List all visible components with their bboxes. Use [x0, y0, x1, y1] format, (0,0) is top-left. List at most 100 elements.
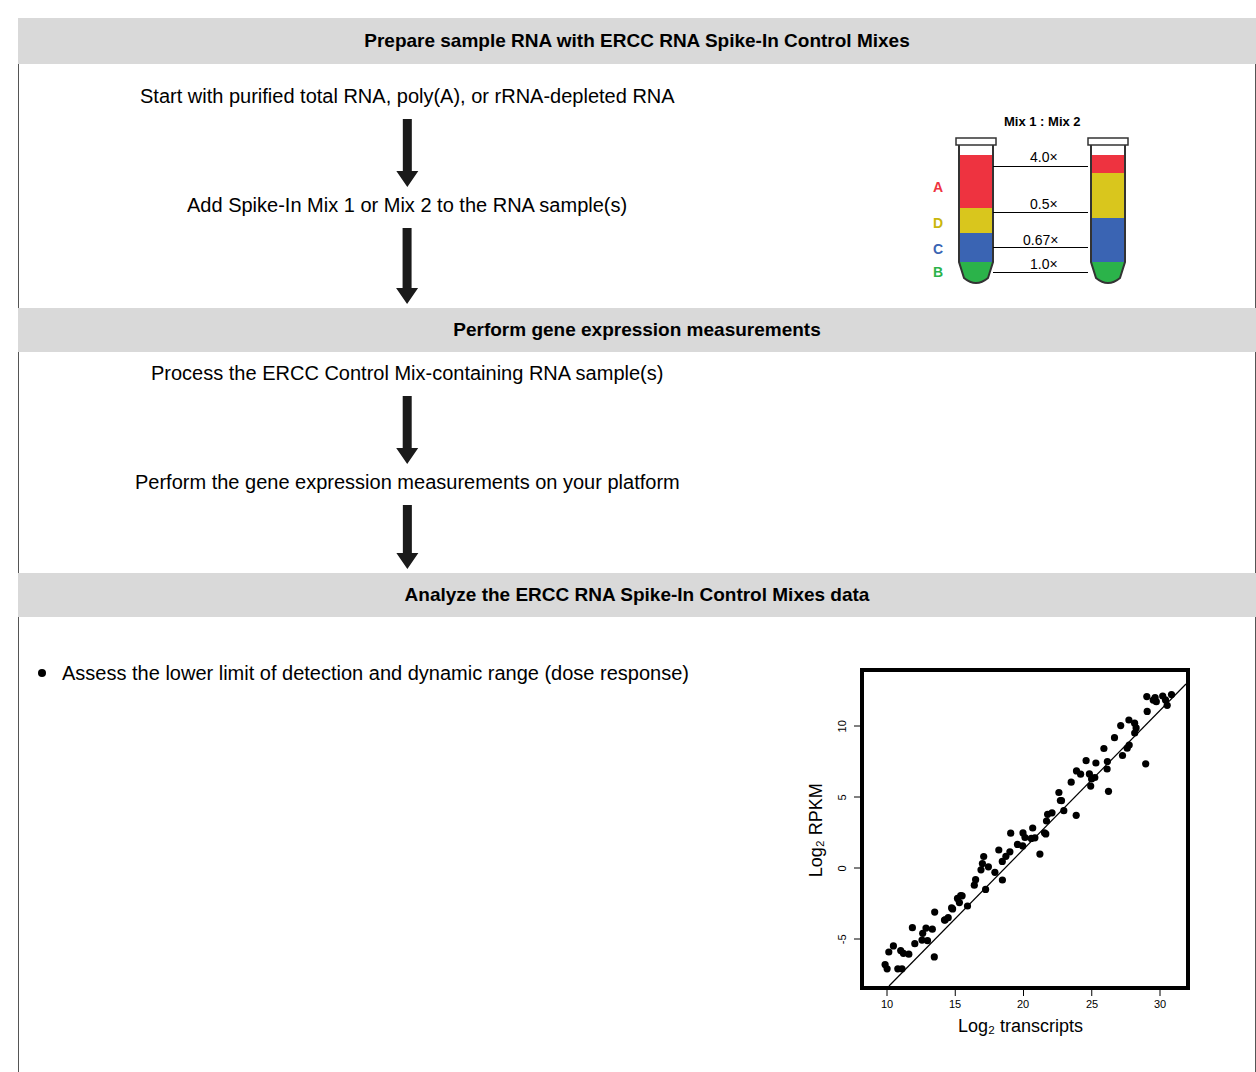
data-point [1043, 817, 1050, 824]
step-label: Perform the gene expression measurements… [135, 471, 680, 493]
data-point [909, 924, 916, 931]
data-point [1041, 829, 1048, 836]
data-point [931, 953, 938, 960]
axis-tick [854, 868, 860, 869]
data-point [959, 892, 966, 899]
data-point [1143, 693, 1150, 700]
mix-group-letter: D [933, 215, 943, 231]
data-point [982, 886, 989, 893]
data-point [1021, 834, 1028, 841]
data-point [948, 904, 955, 911]
x-axis-title: Log₂ transcripts [958, 1016, 1083, 1037]
flow-arrow [396, 119, 418, 187]
tube-mix2 [1088, 138, 1128, 283]
data-point [1133, 724, 1140, 731]
step-text: Process the ERCC Control Mix-containing … [145, 359, 669, 388]
data-point [1117, 722, 1124, 729]
data-point [1031, 834, 1038, 841]
data-point [911, 940, 918, 947]
data-point [1087, 783, 1094, 790]
data-point [991, 869, 998, 876]
step-label: Add Spike-In Mix 1 or Mix 2 to the RNA s… [187, 194, 627, 216]
step-text: Add Spike-In Mix 1 or Mix 2 to the RNA s… [181, 191, 633, 220]
data-point [1105, 788, 1112, 795]
ratio-lines [993, 167, 1088, 273]
flow-arrow [396, 505, 418, 569]
data-point [1006, 848, 1013, 855]
data-point [924, 937, 931, 944]
data-point [1048, 809, 1055, 816]
data-point [890, 942, 897, 949]
tube-mix1 [956, 138, 996, 283]
axis-tick [1091, 990, 1092, 996]
mix-group-letter: B [933, 264, 943, 280]
step-label: Process the ERCC Control Mix-containing … [151, 362, 663, 384]
scatter-plot [38, 669, 1188, 996]
x-tick-label: 30 [1154, 998, 1166, 1011]
data-point [956, 899, 963, 906]
y-tick-label: 5 [836, 794, 849, 800]
section-band: Prepare sample RNA with ERCC RNA Spike-I… [18, 18, 1256, 64]
data-point [922, 925, 929, 932]
step-label: Start with purified total RNA, poly(A), … [140, 85, 675, 107]
axis-tick [854, 939, 860, 940]
flow-arrow [396, 228, 418, 304]
data-point [1007, 830, 1014, 837]
mix-group-letter: C [933, 241, 943, 257]
step-text: Start with purified total RNA, poly(A), … [134, 82, 681, 111]
data-point [1142, 760, 1149, 767]
data-point [884, 965, 891, 972]
frame-line [19, 18, 1256, 1072]
step-text: Perform the gene expression measurements… [129, 468, 686, 497]
section-band: Perform gene expression measurements [18, 308, 1256, 352]
data-point [995, 846, 1002, 853]
y-tick-label: -5 [836, 934, 849, 944]
section-band: Analyze the ERCC RNA Spike-In Control Mi… [18, 573, 1256, 617]
section-heading: Perform gene expression measurements [453, 319, 821, 341]
data-point [1104, 758, 1111, 765]
axis-tick [1023, 990, 1024, 996]
data-point [1144, 708, 1151, 715]
axis-tick [955, 990, 956, 996]
x-tick-label: 15 [949, 998, 961, 1011]
mix-group-letter: A [933, 179, 943, 195]
data-point [1152, 694, 1159, 701]
section-heading: Prepare sample RNA with ERCC RNA Spike-I… [364, 30, 909, 52]
data-point [1055, 789, 1062, 796]
y-axis-title: Log₂ RPKM [806, 783, 827, 877]
data-point [945, 914, 952, 921]
data-point [905, 951, 912, 958]
data-point [885, 948, 892, 955]
ratio-value: 1.0× [1030, 256, 1058, 272]
axis-tick [887, 990, 888, 996]
data-point [929, 926, 936, 933]
data-point [980, 853, 987, 860]
bullet [38, 669, 46, 677]
data-point [977, 866, 984, 873]
data-point [1159, 692, 1166, 699]
data-point [931, 909, 938, 916]
x-tick-label: 25 [1086, 998, 1098, 1011]
y-tick-label: 0 [836, 865, 849, 871]
data-point [972, 876, 979, 883]
data-point [1029, 824, 1036, 831]
mix-ratio-title: Mix 1 : Mix 2 [1004, 115, 1081, 130]
axis-tick [854, 797, 860, 798]
data-point [1111, 734, 1118, 741]
data-point [985, 863, 992, 870]
flow-arrow [396, 396, 418, 464]
data-point [1164, 702, 1171, 709]
y-tick-label: 10 [836, 720, 849, 732]
ratio-value: 0.5× [1030, 196, 1058, 212]
axis-tick [1160, 990, 1161, 996]
x-tick-label: 20 [1017, 998, 1029, 1011]
section-heading: Analyze the ERCC RNA Spike-In Control Mi… [405, 584, 870, 606]
data-point [1057, 797, 1064, 804]
data-point [1119, 752, 1126, 759]
data-point [1019, 842, 1026, 849]
axis-tick [854, 726, 860, 727]
bullet-text: Assess the lower limit of detection and … [62, 662, 689, 685]
data-point [1100, 745, 1107, 752]
